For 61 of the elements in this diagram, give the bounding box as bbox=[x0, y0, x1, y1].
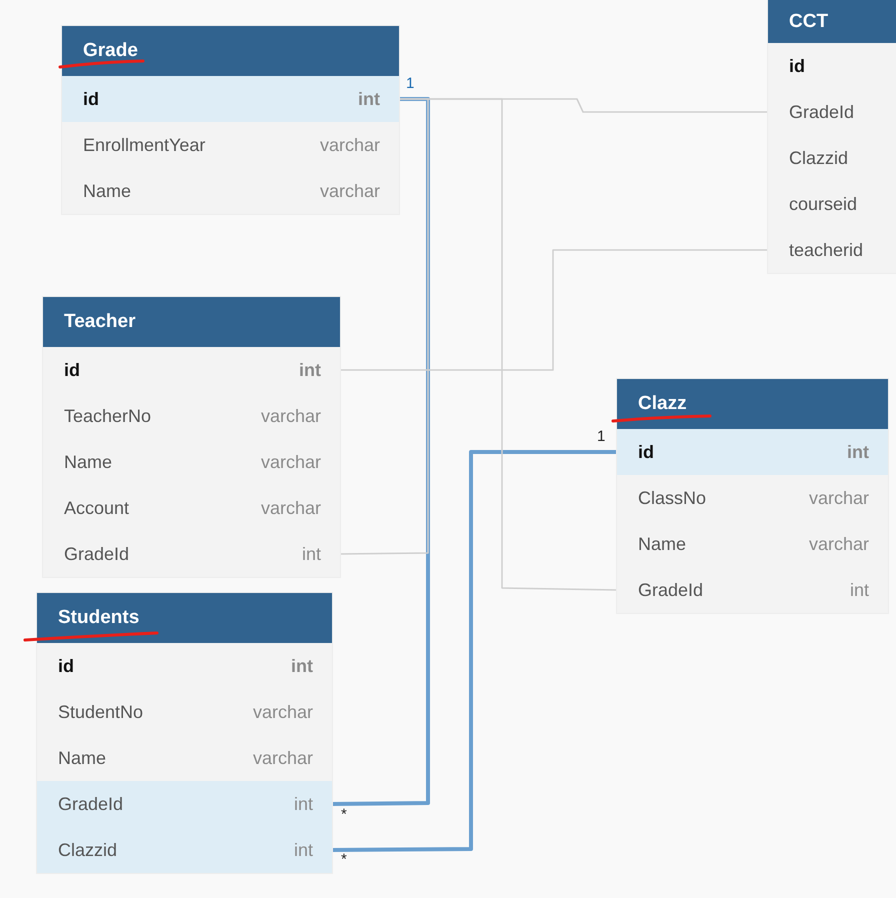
table-row bbox=[37, 781, 332, 827]
column-name: Name bbox=[638, 534, 686, 554]
table-row bbox=[62, 76, 399, 122]
column-type: varchar bbox=[320, 180, 380, 202]
entity-table bbox=[616, 378, 889, 614]
column-name: teacherid bbox=[789, 240, 864, 260]
table-header: CCT bbox=[768, 0, 896, 43]
column-type: int bbox=[294, 840, 313, 860]
column-name: id bbox=[638, 442, 654, 462]
column-type: varchar bbox=[808, 534, 869, 554]
column-name: id bbox=[789, 56, 805, 76]
column-type: varchar bbox=[320, 134, 380, 156]
column-name: id bbox=[58, 656, 74, 676]
entity-table bbox=[61, 25, 400, 215]
column-name: id bbox=[64, 360, 80, 380]
relationship-line bbox=[340, 98, 429, 555]
column-name: TeacherNo bbox=[64, 406, 152, 426]
column-type: int bbox=[850, 580, 869, 600]
column-name: GradeId bbox=[64, 544, 130, 564]
entity-table bbox=[36, 592, 333, 874]
column-name: StudentNo bbox=[58, 702, 144, 722]
table-header: Clazz bbox=[617, 379, 888, 429]
column-type: int bbox=[299, 360, 321, 380]
column-type: varchar bbox=[252, 702, 313, 722]
column-type: int bbox=[294, 794, 313, 814]
column-name: Clazzid bbox=[58, 840, 118, 860]
column-type: varchar bbox=[808, 488, 869, 508]
table-header: Teacher bbox=[43, 297, 340, 347]
column-type: int bbox=[291, 656, 313, 676]
column-type: int bbox=[358, 88, 380, 110]
column-name: Name bbox=[58, 748, 106, 768]
table-row bbox=[37, 827, 332, 873]
cardinality-label: 1 bbox=[597, 428, 606, 445]
table-row bbox=[617, 429, 888, 475]
column-name: Clazzid bbox=[789, 148, 848, 168]
column-name: Account bbox=[64, 498, 130, 518]
column-name: GradeId bbox=[58, 794, 124, 814]
column-name: Name bbox=[64, 452, 112, 472]
relationship-line bbox=[332, 450, 617, 852]
column-type: int bbox=[847, 442, 869, 462]
relationship-line bbox=[340, 249, 768, 371]
entity-table bbox=[42, 296, 341, 578]
column-name: id bbox=[83, 88, 99, 110]
column-name: GradeId bbox=[638, 580, 704, 600]
column-type: varchar bbox=[260, 498, 321, 518]
column-name: Name bbox=[83, 180, 132, 202]
table-header: Students bbox=[37, 593, 332, 643]
column-type: int bbox=[302, 544, 321, 564]
column-name: ClassNo bbox=[638, 488, 706, 508]
column-type: varchar bbox=[260, 406, 321, 426]
column-name: courseid bbox=[789, 194, 858, 214]
column-name: GradeId bbox=[789, 102, 854, 122]
table-header: Grade bbox=[62, 26, 399, 76]
column-name: EnrollmentYear bbox=[83, 134, 206, 156]
column-type: varchar bbox=[252, 748, 313, 768]
column-type: varchar bbox=[260, 452, 321, 472]
cardinality-label: * bbox=[341, 806, 347, 823]
cardinality-label: * bbox=[341, 851, 347, 868]
entity-table bbox=[767, 0, 896, 274]
cardinality-label: 1 bbox=[406, 75, 414, 92]
relationship-line bbox=[332, 97, 430, 806]
